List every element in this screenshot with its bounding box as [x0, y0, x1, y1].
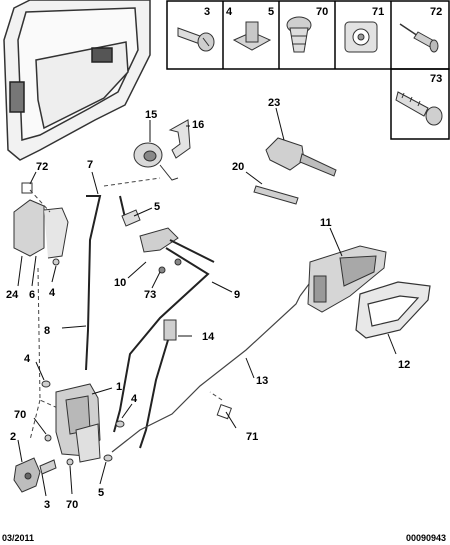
callout-70: 70 — [316, 6, 328, 18]
callout-20: 20 — [232, 161, 244, 173]
callout-14: 14 — [202, 331, 215, 343]
marker-square — [21, 182, 33, 194]
callout-23: 23 — [268, 97, 280, 109]
callout-1: 1 — [116, 381, 122, 393]
screw-icon — [286, 16, 312, 53]
exterior-handle — [13, 199, 69, 259]
handle-bezel — [355, 281, 431, 339]
lock-cylinder — [133, 142, 179, 181]
callout-3: 3 — [44, 499, 50, 511]
rod-clip — [121, 209, 141, 227]
key-blade — [253, 185, 299, 205]
dashed-guides — [29, 177, 223, 441]
callout-5: 5 — [268, 6, 274, 18]
screw-icon — [177, 27, 215, 52]
callout-71: 71 — [246, 431, 258, 443]
callout-7: 7 — [87, 159, 93, 171]
callout-11: 11 — [320, 217, 332, 229]
callout-12: 12 — [398, 359, 410, 371]
lock-lever — [139, 227, 182, 274]
lock-mechanism — [55, 383, 101, 463]
callout-15: 15 — [145, 109, 157, 121]
callout-73: 73 — [430, 73, 442, 85]
clip-nut-icon — [344, 21, 378, 53]
footer-reference: 00090943 — [405, 533, 446, 543]
callout-5: 5 — [154, 201, 160, 213]
release-cable — [111, 279, 313, 453]
leader-lines — [17, 107, 397, 497]
callout-3: 3 — [204, 6, 210, 18]
callout-13: 13 — [256, 375, 268, 387]
cable-connector — [139, 319, 177, 449]
callout-2: 2 — [10, 431, 16, 443]
callout-70: 70 — [14, 409, 26, 421]
fastener-parts-table — [166, 0, 450, 140]
key — [265, 137, 337, 177]
callout-70: 70 — [66, 499, 78, 511]
rivet-icon — [399, 23, 439, 53]
fasteners — [41, 258, 125, 466]
callout-4: 4 — [131, 393, 138, 405]
striker — [13, 457, 57, 493]
callout-16: 16 — [192, 119, 204, 131]
door-frame — [3, 0, 151, 161]
callout-5: 5 — [98, 487, 104, 499]
callout-9: 9 — [234, 289, 240, 301]
callout-4: 4 — [226, 6, 233, 18]
callout-8: 8 — [44, 325, 50, 337]
callout-72: 72 — [36, 161, 48, 173]
cylinder-bracket — [168, 119, 191, 159]
callout-4: 4 — [24, 353, 31, 365]
callout-6: 6 — [29, 289, 35, 301]
callout-72: 72 — [430, 6, 442, 18]
footer-date: 03/2011 — [2, 533, 35, 543]
screw-icon — [395, 91, 443, 126]
control-cable — [113, 239, 215, 433]
interior-handle — [307, 245, 387, 313]
callout-10: 10 — [114, 277, 126, 289]
callout-73: 73 — [144, 289, 156, 301]
callout-24: 24 — [6, 289, 19, 301]
callout-4: 4 — [49, 287, 56, 299]
callout-71: 71 — [372, 6, 384, 18]
clip-icon — [232, 21, 272, 51]
